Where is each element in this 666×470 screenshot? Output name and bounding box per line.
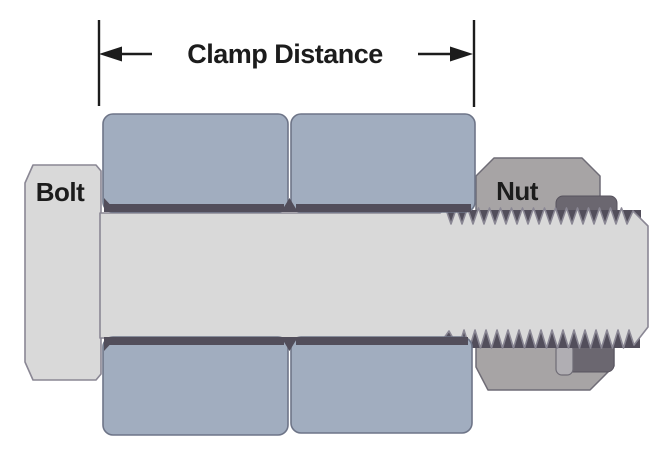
bolt-label: Bolt: [36, 177, 85, 207]
seam-shadow-bottom-plates: [281, 337, 298, 351]
plate-bottom-right: [290, 336, 473, 434]
clamp-distance-label: Clamp Distance: [187, 39, 383, 69]
plate-bottom-right-shadow-edge: [296, 337, 468, 345]
plate-bottom-left: [102, 336, 289, 436]
plate-top-left-shadow-edge: [108, 204, 284, 212]
plate-top-left: [102, 113, 289, 213]
nut-bottom-tab: [555, 343, 574, 376]
left-arrow-icon: [99, 46, 152, 62]
corner-shadow: [104, 198, 117, 212]
plate-top-right-shadow-edge: [296, 204, 471, 212]
plate-top-right: [290, 113, 476, 213]
clamped-plates: [102, 113, 476, 436]
dimension-annotation: Clamp Distance: [97, 20, 476, 107]
bolt-head-shape: [24, 164, 102, 381]
right-arrow-icon: [418, 46, 473, 62]
seam-shadow-top-plates: [281, 198, 298, 212]
corner-shadow: [104, 337, 117, 351]
nut-label: Nut: [496, 176, 539, 206]
plate-bottom-left-shadow-edge: [108, 337, 284, 345]
bolt-shaft-shape: [99, 207, 649, 349]
